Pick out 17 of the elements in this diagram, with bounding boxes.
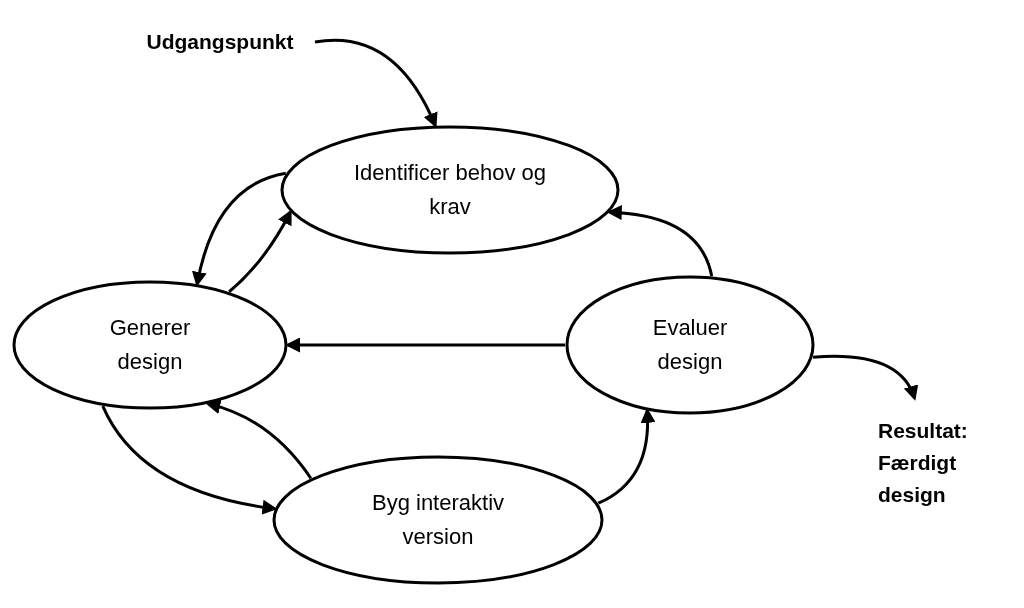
arrow: [192, 171, 287, 287]
step-label: Byg interaktiv version: [370, 489, 506, 551]
note-label: Udgangspunkt: [146, 29, 294, 55]
process-ellipse: [272, 455, 604, 585]
arrow: [205, 399, 313, 480]
arrow: [314, 38, 438, 128]
arrow: [606, 205, 714, 277]
arrow: [228, 209, 292, 293]
process-ellipse: [565, 275, 815, 415]
step-label: Evaluer design: [651, 314, 729, 376]
arrow: [813, 354, 918, 401]
process-ellipse: [280, 125, 620, 255]
step-label: Generer design: [108, 314, 192, 376]
arrow: [101, 405, 278, 515]
step-label: Identificer behov og krav: [353, 159, 547, 221]
process-ellipse: [12, 280, 288, 410]
note-label: Resultat: Færdigt design: [878, 418, 969, 508]
